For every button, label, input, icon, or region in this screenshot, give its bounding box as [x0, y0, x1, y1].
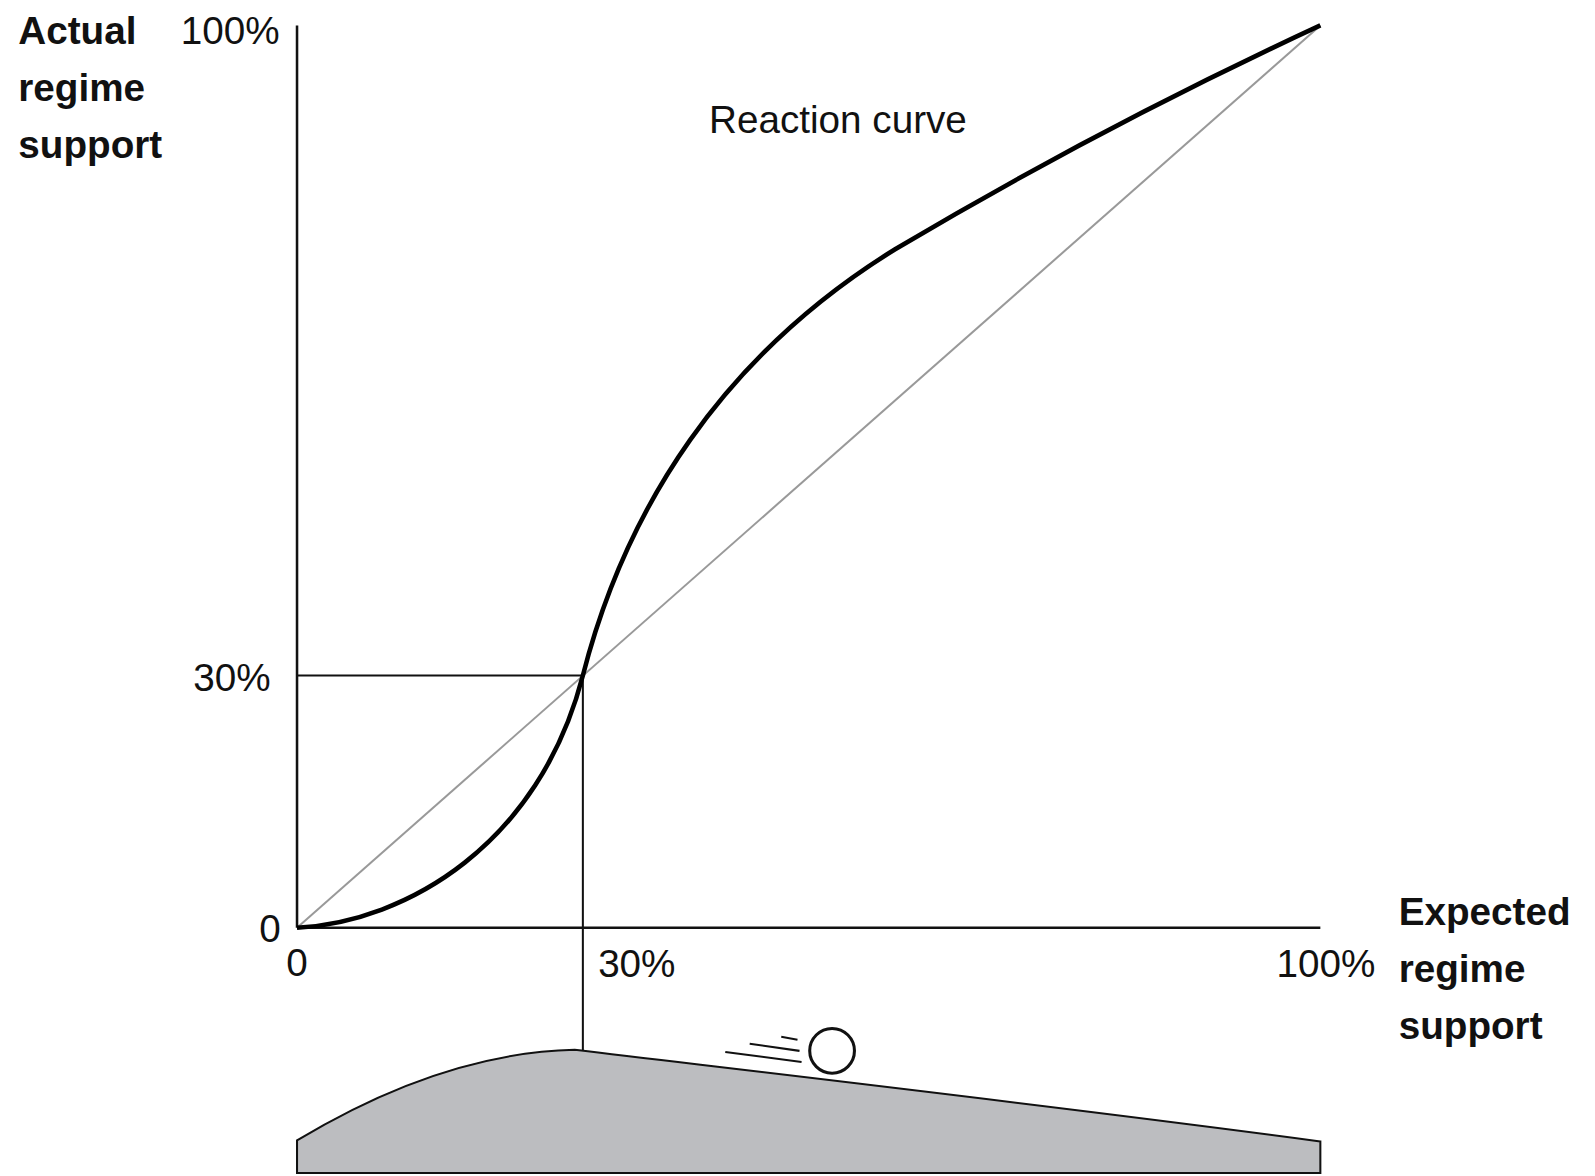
curve-label: Reaction curve — [709, 92, 967, 149]
guide-line — [297, 674, 583, 676]
tick-label: 0 — [286, 934, 308, 991]
reaction-curve — [297, 25, 1320, 927]
axis-title: Expected regime support — [1399, 883, 1592, 1054]
axis-title: Actual regime support — [18, 2, 191, 173]
guide-line — [582, 675, 584, 1050]
tick-label: 100% — [1276, 935, 1375, 992]
hill-shape — [297, 1050, 1320, 1173]
tick-label: 100% — [181, 2, 280, 59]
diagonal-line — [297, 25, 1320, 927]
motion-line — [725, 1052, 801, 1062]
y-axis — [296, 25, 299, 927]
motion-line — [750, 1044, 800, 1051]
motion-line — [781, 1037, 797, 1040]
tick-label: 30% — [598, 935, 675, 992]
tick-label: 30% — [193, 649, 270, 706]
x-axis — [297, 927, 1320, 930]
tick-label: 0 — [259, 900, 281, 957]
ball — [810, 1028, 855, 1073]
